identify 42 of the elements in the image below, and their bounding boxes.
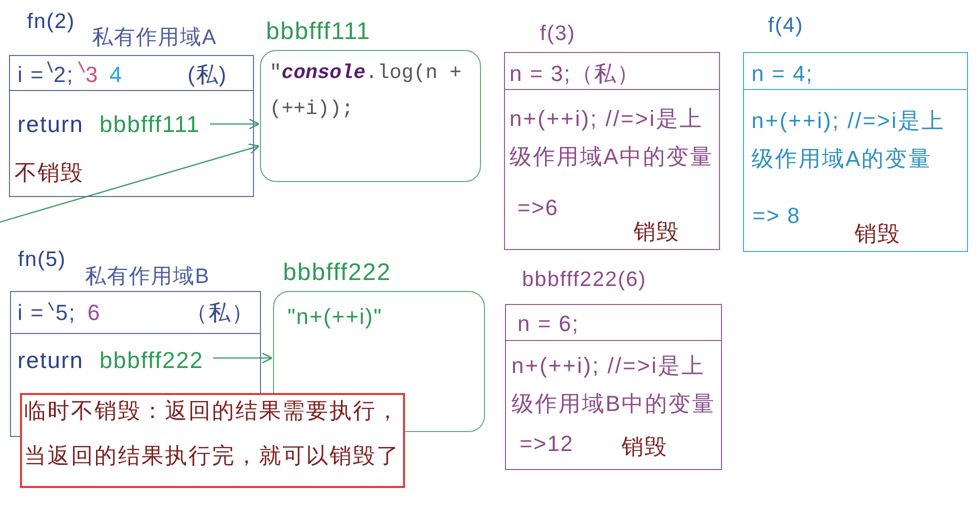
code-text: n = 6; [518,312,580,334]
status-text: 不销毁 [14,162,84,184]
heading-label: f(4) [768,15,804,36]
code-text: "console.log(n + (++i)); [270,60,463,122]
note-text: （私） [186,302,254,324]
value-text: 3 [86,64,99,86]
code-text: n = 4; [752,62,814,84]
code-text: bbbfff111 [100,112,200,136]
code-text: n+(++i); //=>i是上级作用域A的变量 [752,106,946,172]
value-text: 5; [56,302,76,324]
code-text: n+(++i); //=>i是上级作用域B中的变量 [512,352,717,418]
arrow [210,118,260,130]
heading-label: f(3) [540,23,576,44]
heading-label: fn(2) [27,11,76,32]
result-text: =>6 [518,196,558,218]
heading-label: bbbfff222 [283,261,392,285]
code-text: return [18,112,84,136]
result-text: => 8 [752,204,801,226]
status-text: 销毁 [854,222,900,244]
heading-label: bbbfff111 [266,20,371,44]
note-text: 临时不销毁：返回的结果需要执行，当返回的结果执行完，就可以销毁了 [24,396,401,470]
status-text: 销毁 [622,436,668,458]
result-text: =>12 [520,432,574,454]
value-text: 6 [88,302,101,324]
status-text: 销毁 [634,220,680,242]
arrow [213,352,273,364]
value-text: 4 [110,64,123,86]
note-text: (私) [188,64,228,86]
value-text: 2; [54,64,74,86]
heading-label: fn(5) [18,249,66,270]
code-text: "n+(++i)" [288,306,382,328]
code-text: n+(++i); //=>i是上级作用域A中的变量 [510,104,715,170]
note-box [20,393,405,488]
code-text: n = 3;（私） [510,62,640,84]
arrow [0,143,260,223]
code-text: return [18,348,84,372]
value-text: i = [18,302,44,324]
heading-label: 私有作用域B [85,266,210,287]
code-text: bbbfff222 [100,348,204,372]
value-text: i = [18,64,44,86]
heading-label: 私有作用域A [92,27,218,48]
heading-label: bbbfff222(6) [522,269,646,290]
